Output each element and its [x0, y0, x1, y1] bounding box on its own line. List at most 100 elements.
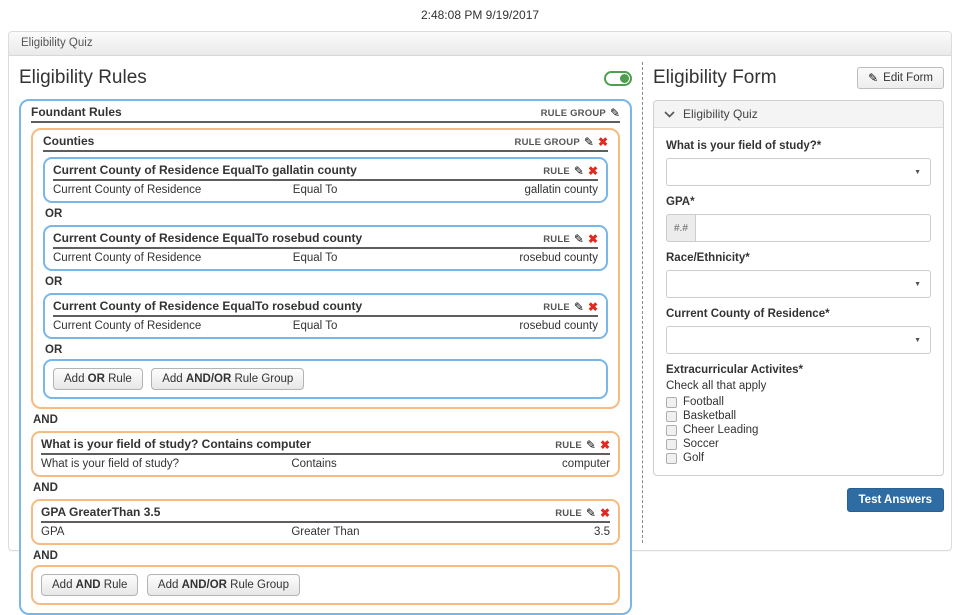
rule-type-label: RULE [543, 165, 570, 177]
rule-group-type-label: RULE GROUP [540, 107, 606, 119]
delete-x-icon[interactable]: ✖ [599, 506, 610, 520]
current-county-select[interactable]: ▼ [666, 326, 931, 354]
rules-title: Eligibility Rules [19, 67, 147, 88]
edit-form-button[interactable]: ✎ Edit Form [857, 67, 944, 89]
cheer-leading-checkbox[interactable] [666, 424, 677, 436]
rules-enabled-toggle[interactable] [604, 70, 632, 86]
rule-detail-row: Current County of Residence Equal To ros… [53, 249, 598, 266]
chevron-down-icon [664, 110, 675, 118]
add-andor-rule-group-button[interactable]: Add AND/OR Rule Group [146, 574, 300, 596]
edit-pencil-icon[interactable]: ✎ [585, 438, 596, 452]
quiz-form-body: What is your field of study?* ▼ GPA* #.# [654, 128, 943, 475]
checkbox-row-football: Football [666, 395, 931, 409]
field-of-study-label: What is your field of study?* [666, 140, 822, 152]
quiz-section-header[interactable]: Eligibility Quiz [654, 101, 943, 128]
rule-operator: Equal To [292, 184, 338, 196]
checkbox-label: Basketball [683, 410, 737, 422]
checkbox-label: Soccer [683, 438, 719, 450]
rule-field: Current County of Residence [53, 252, 202, 264]
rule-title: GPA GreaterThan 3.5 [41, 505, 161, 519]
rule-field: Current County of Residence [53, 320, 202, 332]
checkbox-label: Golf [683, 452, 705, 464]
edit-pencil-icon[interactable]: ✎ [573, 300, 584, 314]
edit-pencil-icon[interactable]: ✎ [583, 135, 594, 149]
rule-group-name: Foundant Rules [31, 105, 122, 119]
rule-group-foundant: Foundant Rules RULE GROUP ✎ Counties RUL… [19, 99, 632, 615]
golf-checkbox[interactable] [666, 452, 677, 464]
edit-pencil-icon[interactable]: ✎ [573, 232, 584, 246]
edit-pencil-icon[interactable]: ✎ [609, 106, 620, 120]
rule-rosebud-county-2: Current County of Residence EqualTo rose… [43, 293, 608, 339]
rule-value: rosebud county [519, 252, 598, 264]
rule-value: 3.5 [593, 526, 610, 538]
form-title: Eligibility Form [653, 67, 777, 88]
rule-value: rosebud county [519, 320, 598, 332]
edit-pencil-icon[interactable]: ✎ [573, 164, 584, 178]
extracurricular-hint: Check all that apply [666, 380, 767, 392]
soccer-checkbox[interactable] [666, 438, 677, 450]
rule-field-of-study: What is your field of study? Contains co… [31, 431, 620, 477]
rule-gpa: GPA GreaterThan 3.5 RULE ✎ ✖ GPA Greater… [31, 499, 620, 545]
joiner-or: OR [45, 344, 63, 356]
rule-group-header: Foundant Rules RULE GROUP ✎ [31, 101, 620, 123]
panel-divider [642, 62, 643, 543]
rule-title: What is your field of study? Contains co… [41, 437, 312, 451]
basketball-checkbox[interactable] [666, 410, 677, 422]
rule-field: Current County of Residence [53, 184, 202, 196]
extracurricular-label: Extracurricular Activites* [666, 364, 804, 376]
checkbox-row-basketball: Basketball [666, 409, 931, 423]
football-checkbox[interactable] [666, 396, 677, 408]
joiner-or: OR [45, 208, 63, 220]
rule-type-label: RULE [555, 507, 582, 519]
add-or-rule-button[interactable]: Add OR Rule [53, 368, 143, 390]
rule-type-label: RULE [543, 301, 570, 313]
delete-x-icon[interactable]: ✖ [587, 164, 598, 178]
delete-x-icon[interactable]: ✖ [599, 438, 610, 452]
checkbox-label: Cheer Leading [683, 424, 759, 436]
joiner-and: AND [33, 482, 58, 494]
current-county-label: Current County of Residence* [666, 308, 830, 320]
rule-type-label: RULE [543, 233, 570, 245]
delete-x-icon[interactable]: ✖ [587, 300, 598, 314]
rule-value: gallatin county [524, 184, 598, 196]
rule-detail-row: Current County of Residence Equal To gal… [53, 181, 598, 198]
toggle-knob [620, 73, 629, 83]
panel-tab-label: Eligibility Quiz [9, 32, 951, 56]
rule-operator: Contains [291, 458, 337, 470]
panel-body: Eligibility Rules Foundant Rules RULE GR… [9, 56, 951, 615]
delete-x-icon[interactable]: ✖ [597, 135, 608, 149]
gpa-input[interactable] [694, 214, 931, 242]
add-andor-rule-group-button[interactable]: Add AND/OR Rule Group [151, 368, 305, 390]
edit-pencil-icon: ✎ [868, 71, 879, 85]
rule-detail-row: What is your field of study? Contains co… [41, 455, 610, 472]
rule-detail-row: Current County of Residence Equal To ros… [53, 317, 598, 334]
delete-x-icon[interactable]: ✖ [587, 232, 598, 246]
rule-field: What is your field of study? [41, 458, 180, 470]
test-answers-button[interactable]: Test Answers [846, 488, 944, 512]
eligibility-quiz-card: Eligibility Quiz What is your field of s… [653, 100, 944, 476]
eligibility-rules-section: Eligibility Rules Foundant Rules RULE GR… [9, 56, 642, 615]
add-and-rule-button[interactable]: Add AND Rule [41, 574, 139, 596]
rule-operator: Equal To [292, 252, 338, 264]
rule-group-counties: Counties RULE GROUP ✎ ✖ Current County o… [31, 128, 620, 409]
rule-gallatin-county: Current County of Residence EqualTo gall… [43, 157, 608, 203]
race-ethnicity-select[interactable]: ▼ [666, 270, 931, 298]
race-ethnicity-label: Race/Ethnicity* [666, 252, 750, 264]
field-of-study-select[interactable]: ▼ [666, 158, 931, 186]
and-add-actions: Add AND Rule Add AND/OR Rule Group [31, 565, 620, 605]
rule-rosebud-county-1: Current County of Residence EqualTo rose… [43, 225, 608, 271]
rule-operator: Equal To [292, 320, 338, 332]
eligibility-quiz-panel: Eligibility Quiz Eligibility Rules Found… [8, 31, 952, 615]
eligibility-form-section: Eligibility Form ✎ Edit Form Eligibility… [643, 56, 951, 551]
checkbox-label: Football [683, 396, 724, 408]
edit-form-label: Edit Form [883, 72, 933, 84]
gpa-format-addon: #.# [666, 214, 695, 242]
rule-detail-row: GPA Greater Than 3.5 [41, 523, 610, 540]
rule-field: GPA [41, 526, 65, 538]
joiner-and: AND [33, 550, 58, 562]
timestamp: 2:48:08 PM 9/19/2017 [420, 8, 540, 22]
rule-group-header: Counties RULE GROUP ✎ ✖ [43, 130, 608, 152]
edit-pencil-icon[interactable]: ✎ [585, 506, 596, 520]
or-add-actions: Add OR Rule Add AND/OR Rule Group [43, 359, 608, 399]
checkbox-row-cheer-leading: Cheer Leading [666, 423, 931, 437]
